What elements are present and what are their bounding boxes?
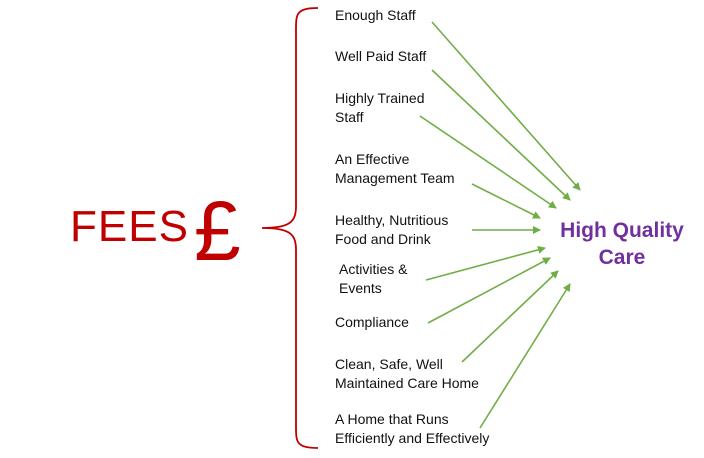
factor-line: A Home that Runs — [335, 411, 449, 427]
arrow-well-paid-staff — [431, 69, 571, 201]
factor-line: An Effective — [335, 151, 410, 167]
factor-activities-events: Activities & Events — [339, 260, 407, 298]
factor-highly-trained-staff: Highly Trained Staff — [335, 89, 425, 127]
factor-enough-staff: Enough Staff — [335, 6, 416, 25]
factor-effective-management: An Effective Management Team — [335, 150, 455, 188]
arrow-clean-safe-home — [461, 270, 559, 363]
outcome-high-quality-care: High Quality Care — [552, 217, 692, 271]
outcome-line: Care — [598, 246, 646, 269]
factor-line: Well Paid Staff — [335, 48, 427, 64]
factor-line: Highly Trained — [335, 90, 425, 106]
arrow-activities-events — [425, 245, 546, 281]
arrow-effective-management — [471, 183, 541, 219]
factor-line: Food and Drink — [335, 231, 431, 247]
factor-compliance: Compliance — [335, 313, 409, 332]
factor-line: Events — [339, 280, 382, 296]
outcome-line: High Quality — [560, 219, 684, 242]
arrow-enough-staff — [431, 21, 581, 191]
factor-efficient-home: A Home that Runs Efficiently and Effecti… — [335, 410, 489, 448]
factor-line: Activities & — [339, 261, 408, 277]
factor-line: Staff — [335, 109, 364, 125]
pound-symbol: £ — [194, 184, 241, 278]
factor-line: Management Team — [335, 170, 455, 186]
arrow-compliance — [427, 257, 551, 324]
arrow-group — [419, 21, 581, 429]
factor-line: Compliance — [335, 314, 409, 330]
factor-line: Clean, Safe, Well — [335, 356, 443, 372]
factor-line: Maintained Care Home — [335, 375, 479, 391]
factor-line: Efficiently and Effectively — [335, 430, 490, 446]
factor-line: Healthy, Nutritious — [335, 212, 449, 228]
factor-line: Enough Staff — [335, 7, 416, 23]
fees-label: FEES — [70, 202, 189, 251]
factor-food-and-drink: Healthy, Nutritious Food and Drink — [335, 211, 448, 249]
factor-well-paid-staff: Well Paid Staff — [335, 47, 426, 66]
factor-clean-safe-home: Clean, Safe, Well Maintained Care Home — [335, 355, 479, 393]
arrow-efficient-home — [479, 283, 571, 429]
arrow-highly-trained-staff — [419, 115, 557, 209]
curly-bracket — [261, 7, 319, 449]
